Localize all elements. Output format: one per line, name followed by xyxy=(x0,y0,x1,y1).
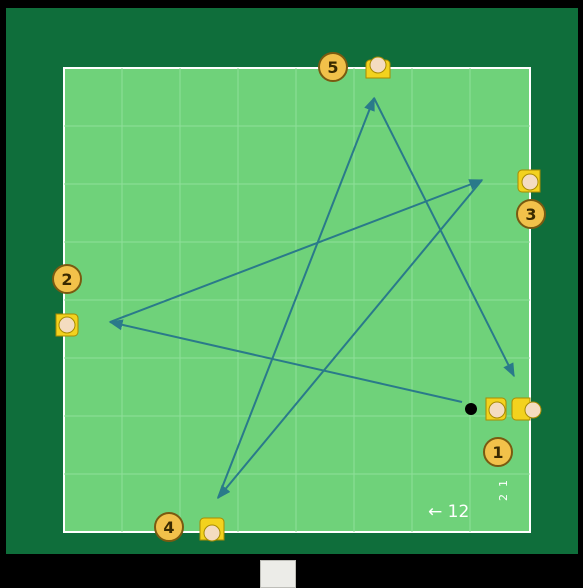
player-number-2: 2 xyxy=(61,270,72,289)
player-number-3: 3 xyxy=(525,205,536,224)
ball-icon xyxy=(465,403,477,415)
dimension-text: ← 12 xyxy=(428,502,469,522)
player-number-4: 4 xyxy=(163,518,174,537)
dimension-subscript: 1 xyxy=(497,480,510,487)
player-number-1: 1 xyxy=(492,443,503,462)
footer-handle[interactable] xyxy=(260,560,296,588)
dimension-superscript: 2 xyxy=(497,494,510,501)
player-number-5: 5 xyxy=(327,58,338,77)
